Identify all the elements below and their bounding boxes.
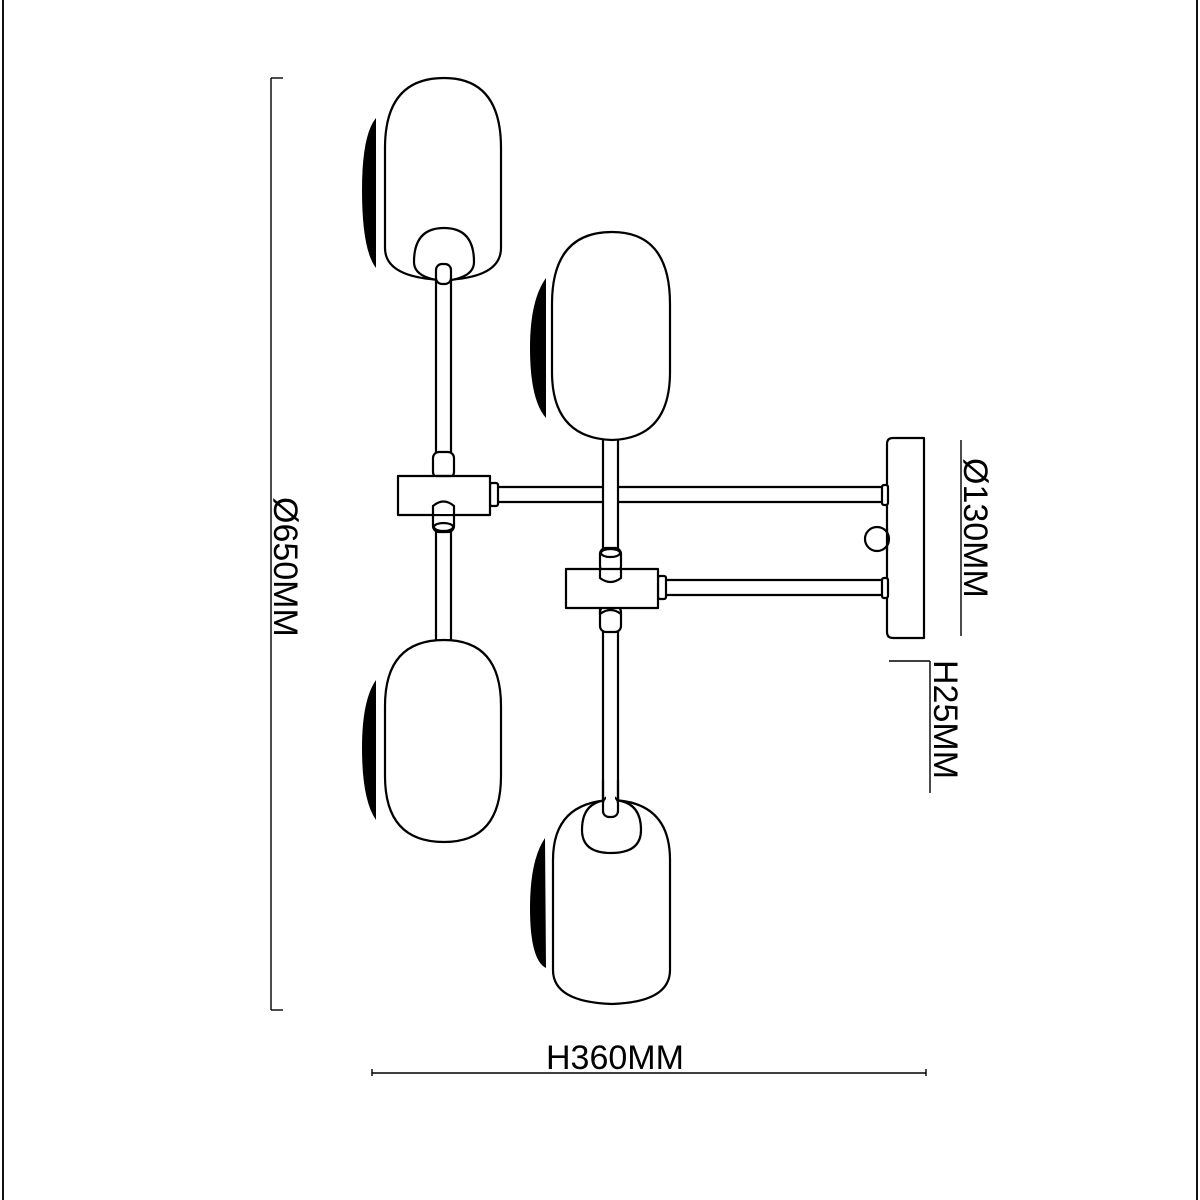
dimension-label-backplate-diameter: Ø130MM xyxy=(956,458,994,598)
left-stem xyxy=(431,274,456,644)
globe-cap xyxy=(580,798,643,855)
lower-arm xyxy=(656,574,890,601)
globe-top-right xyxy=(530,230,672,442)
dimension-label-diameter: Ø650MM xyxy=(266,497,304,637)
globe-bottom-left xyxy=(362,638,503,844)
upper-arm xyxy=(488,481,890,508)
globe-shade-shadow xyxy=(530,838,546,968)
globe-cap xyxy=(412,226,476,283)
right-junction-block xyxy=(564,567,660,610)
dimension-projection: H360MM xyxy=(371,1039,927,1077)
dimension-label-projection: H360MM xyxy=(546,1039,684,1077)
mounting-screw xyxy=(863,525,891,553)
globe-shade-shadow xyxy=(362,680,376,820)
dimension-backplate-diameter: Ø130MM xyxy=(956,440,994,636)
frame-border-right xyxy=(1196,0,1198,1200)
dimension-label-backplate-height: H25MM xyxy=(926,660,964,779)
frame-border-left xyxy=(2,0,4,1200)
dimension-overall-diameter: Ø650MM xyxy=(266,77,304,1011)
globe-top-left xyxy=(362,76,503,286)
globe-shade-shadow xyxy=(362,118,376,268)
dimension-backplate-height: H25MM xyxy=(889,660,964,793)
right-stem xyxy=(598,434,623,805)
globe-shade-shadow xyxy=(530,278,546,418)
globe-bottom-right xyxy=(530,778,672,1006)
wall-backplate xyxy=(863,436,926,640)
